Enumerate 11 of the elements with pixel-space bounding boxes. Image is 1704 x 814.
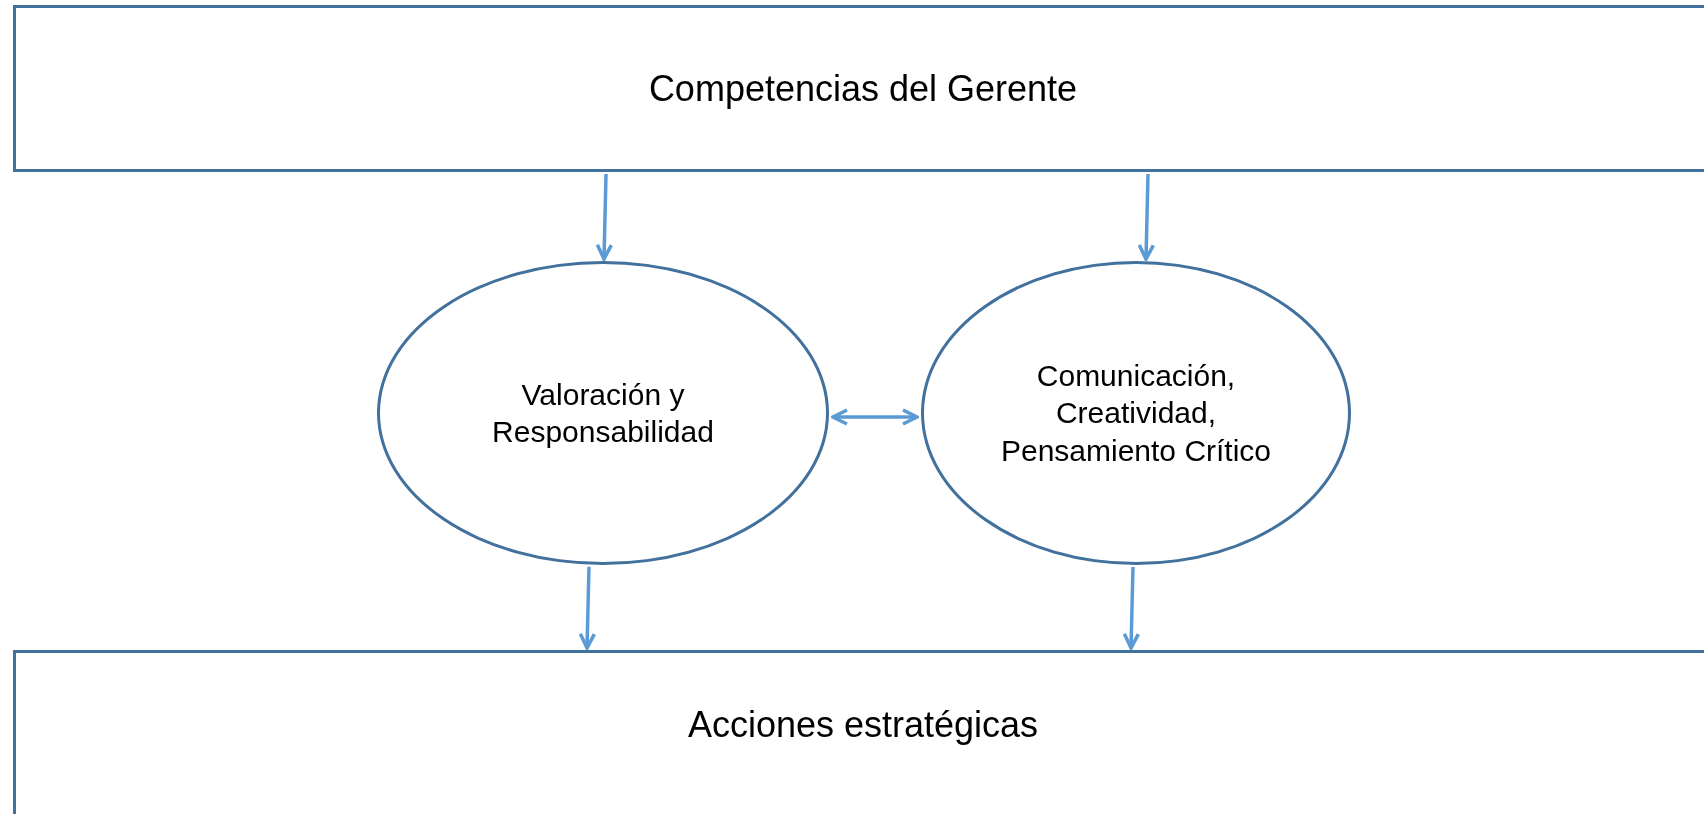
process-box bbox=[13, 650, 1704, 814]
arrow bbox=[831, 408, 919, 426]
node-label: Competencias del Gerente bbox=[648, 66, 1078, 111]
arrow bbox=[1137, 173, 1156, 261]
arrow bbox=[1122, 566, 1141, 650]
arrow bbox=[578, 566, 597, 650]
node-label: Acciones estratégicas bbox=[687, 703, 1039, 747]
process-box bbox=[13, 5, 1704, 172]
arrow bbox=[595, 173, 614, 261]
node-label: Valoración y Responsabilidad bbox=[491, 376, 715, 450]
node-label: Comunicación, Creatividad, Pensamiento Crítico bbox=[999, 357, 1273, 469]
